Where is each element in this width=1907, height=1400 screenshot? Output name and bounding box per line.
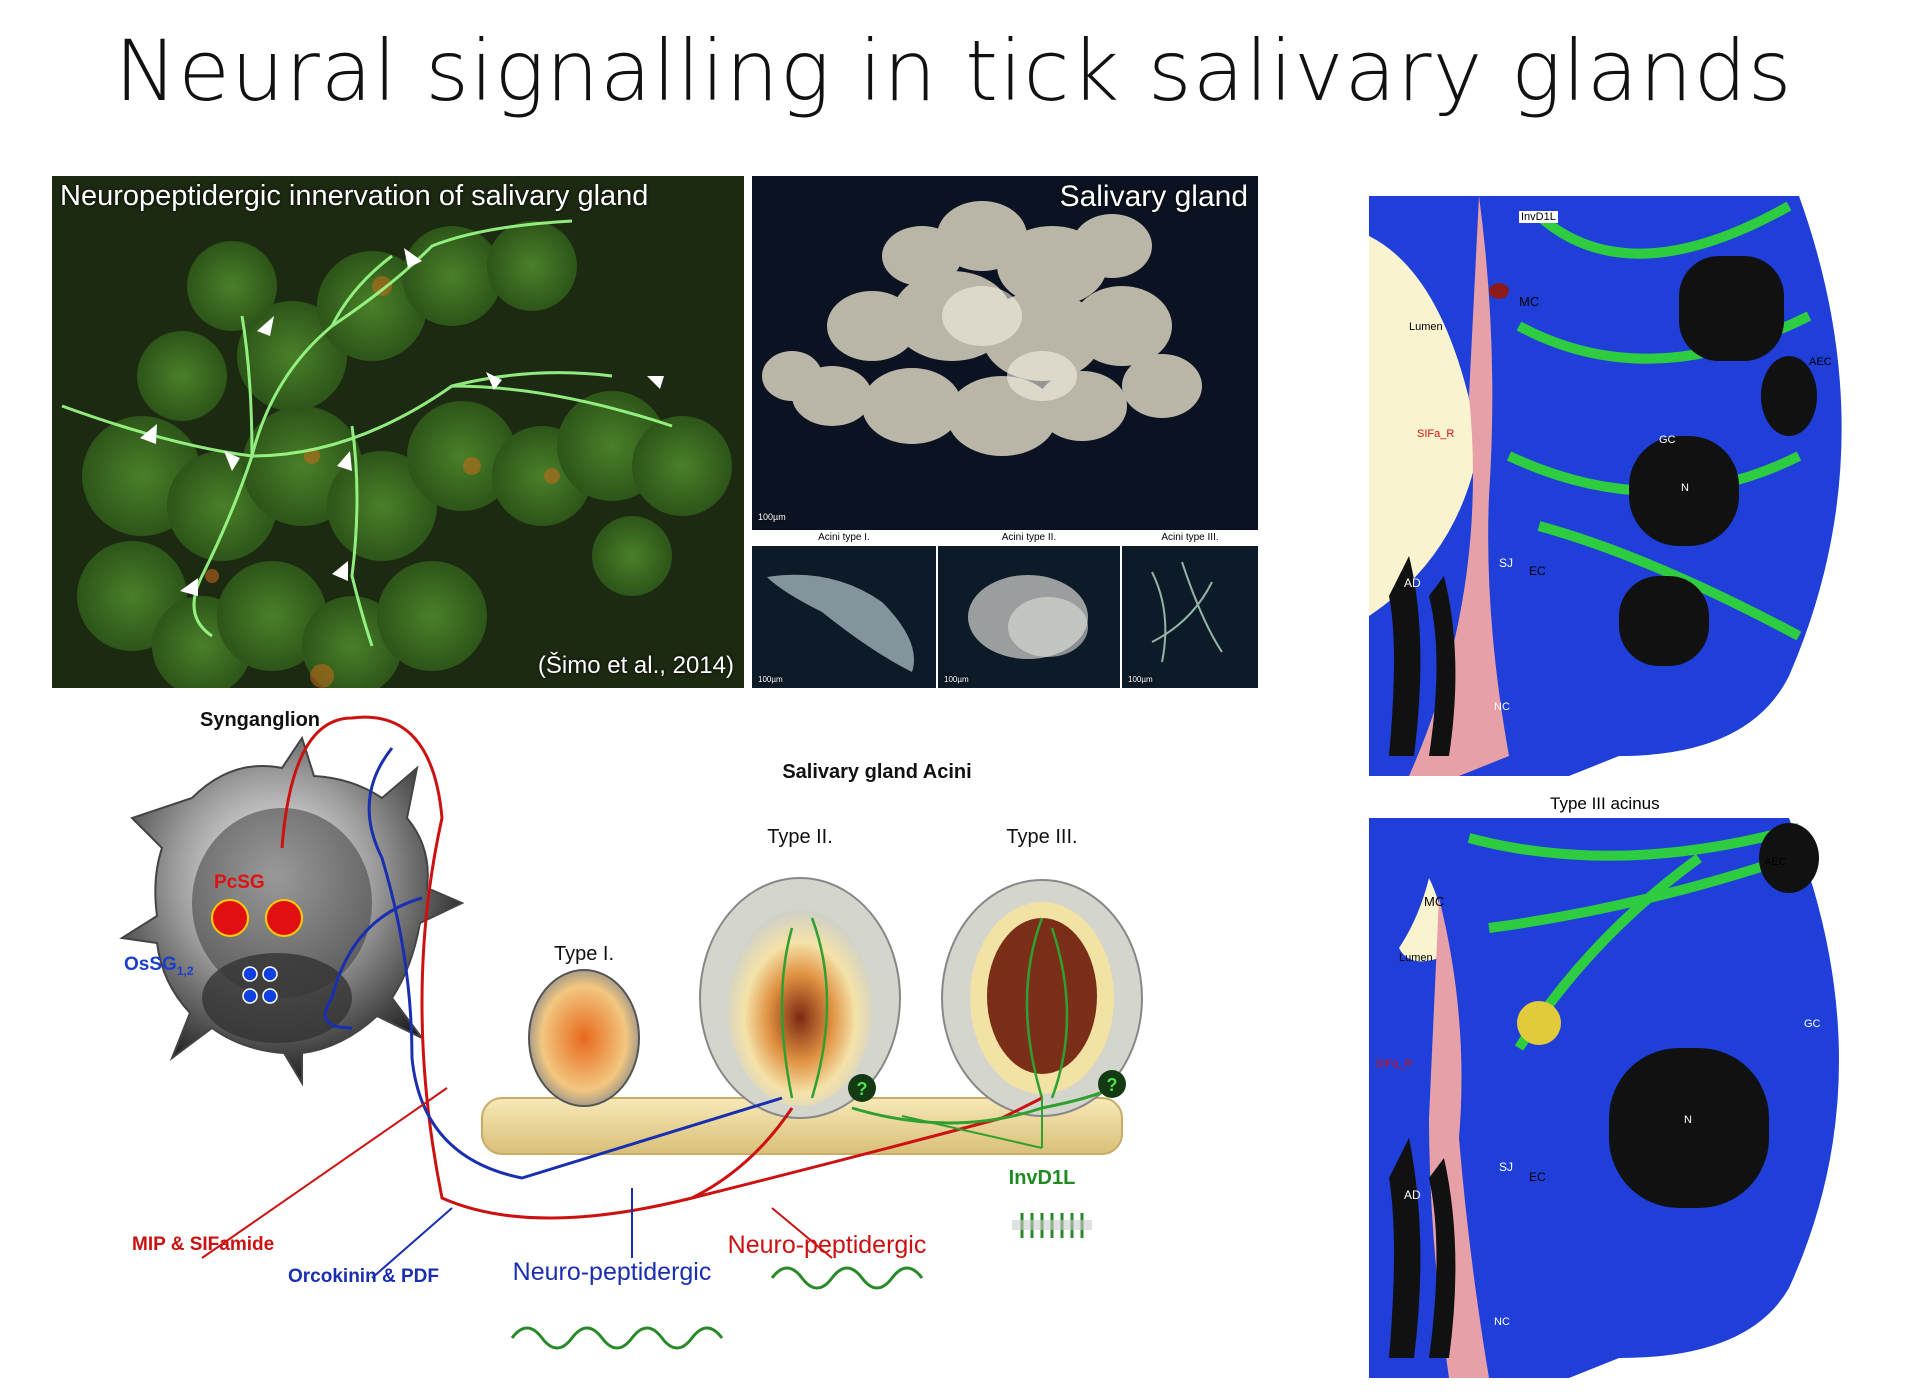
top-labels: InvD1L (1519, 210, 1558, 225)
label-ec: EC (1529, 564, 1546, 578)
neuro-red-label: Neuro-peptidergic (728, 1231, 927, 1259)
acini-type-2-image (968, 575, 1088, 659)
acini-type-2-scale: 100µm (944, 675, 969, 684)
gland-scale: 100µm (758, 512, 786, 522)
red-nerve (280, 715, 794, 1220)
b-label-ec: EC (1529, 1170, 1546, 1184)
peptide-blue-icon (510, 1326, 724, 1350)
acini-type-1-label: Acini type I. (752, 532, 936, 546)
acini-type-3-scale: 100µm (1128, 675, 1153, 684)
acini-type-2-label: Acini type II. (938, 532, 1120, 546)
b-label-lumen: Lumen (1399, 952, 1433, 964)
fluorescence-label: Neuropeptidergic innervation of salivary… (60, 180, 649, 212)
label-nc: NC (1494, 701, 1510, 713)
synganglion-label: Synganglion (200, 709, 320, 731)
b-label-aec: AEC (1764, 856, 1787, 868)
pcsg-label: PcSG (214, 872, 265, 893)
acini-type-3-label: Acini type III. (1122, 532, 1258, 546)
question-badge-1 (848, 1074, 876, 1102)
ossg-label: OsSG1,2 (124, 954, 194, 978)
label-lumen: Lumen (1409, 321, 1443, 333)
acinus-diagram-top: InvD1L MC Lumen AEC SIFa_R GC N AD SJ EC… (1369, 196, 1859, 776)
b-label-sj: SJ (1499, 1160, 1514, 1174)
neuro-blue-label: Neuro-peptidergic (513, 1258, 712, 1286)
receptor-icon (1012, 1213, 1092, 1238)
b-label-n: N (1684, 1114, 1692, 1126)
label-gc: GC (1659, 434, 1676, 446)
citation-text: (Šimo et al., 2014) (537, 652, 734, 679)
acini-type-1-image (767, 574, 914, 672)
acinus-diagram-bottom: AEC MC Lumen GC SIFa_R N AD SJ EC NC (1369, 818, 1859, 1378)
b-label-sifa-r: SIFa_R (1375, 1058, 1413, 1070)
acini-type-1-scale: 100µm (758, 675, 783, 684)
question-badge-2 (1098, 1070, 1126, 1098)
label-ad: AD (1404, 576, 1421, 590)
fluorescence-micrograph: Neuropeptidergic innervation of salivary… (52, 176, 744, 688)
acinus-bottom-svg (1369, 818, 1839, 1378)
acini-title: Salivary gland Acini (782, 761, 971, 783)
orcokinin-pdf-label: Orcokinin & PDF (288, 1266, 439, 1287)
label-mc: MC (1519, 294, 1540, 309)
question-mark-1: ? (857, 1079, 868, 1099)
slide-title: Neural signalling in tick salivary gland… (114, 22, 1793, 120)
type-1-label: Type I. (554, 943, 614, 965)
acini-type-3-photo: Acini type III. 100µm (1122, 532, 1258, 688)
salivary-gland-photo: Salivary gland 100µm (752, 176, 1258, 530)
acini-type-1-photo: Acini type I. 100µm (752, 532, 936, 688)
invd1l-label: InvD1L (1009, 1167, 1076, 1189)
peptide-red-icon (770, 1266, 924, 1290)
b-label-gc: GC (1804, 1018, 1821, 1030)
red-nerve-2 (691, 1096, 1043, 1200)
gland-label: Salivary gland (1059, 180, 1248, 213)
b-label-ad: AD (1404, 1188, 1421, 1202)
acinus-top-svg (1369, 196, 1842, 776)
label-invd1l: InvD1L (1519, 211, 1558, 223)
gland-image (762, 201, 1202, 456)
blue-nerve (367, 747, 783, 1180)
acinus-diagram-title: Type III acinus (1550, 794, 1660, 813)
b-label-mc: MC (1424, 894, 1445, 909)
type-3-label: Type III. (1006, 826, 1077, 848)
label-aec: AEC (1809, 356, 1832, 368)
green-nerve (851, 1086, 1113, 1125)
acinus-type-1 (528, 969, 640, 1107)
type-2-label: Type II. (767, 826, 833, 848)
question-mark-2: ? (1107, 1075, 1118, 1095)
innervation-schematic: Synganglion PcSG OsSG1,2 ? ? Salivary gl… (119, 709, 1143, 1350)
mip-sifamide-label: MIP & SIFamide (132, 1234, 274, 1255)
label-sifa-r: SIFa_R (1417, 428, 1455, 440)
b-label-nc: NC (1494, 1316, 1510, 1328)
fluorescence-image (61, 219, 732, 688)
acini-type-2-photo: Acini type II. 100µm (938, 532, 1120, 688)
acini-type-3-image (1151, 561, 1223, 663)
label-n: N (1681, 482, 1689, 494)
label-sj: SJ (1499, 556, 1514, 570)
blue-nerve-2 (323, 896, 423, 1030)
